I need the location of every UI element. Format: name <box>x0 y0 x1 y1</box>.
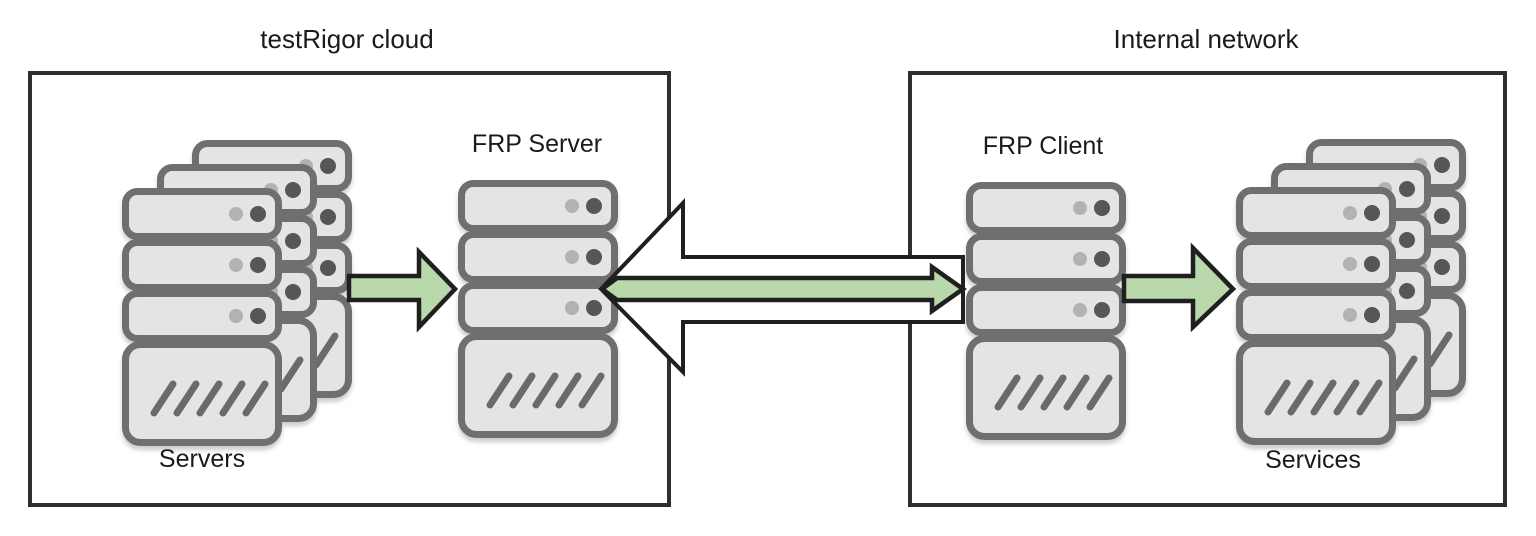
services-label: Services <box>1265 446 1361 474</box>
frp-client-icon <box>966 182 1126 440</box>
testrigor-cloud-title: testRigor cloud <box>260 24 434 54</box>
servers-label: Servers <box>158 445 246 473</box>
frp-server-icon <box>458 180 618 438</box>
servers-stack-icon <box>122 140 352 446</box>
services-stack-icon <box>1236 139 1466 445</box>
server-icon <box>462 184 615 435</box>
server-icon <box>1240 191 1393 442</box>
frp-client-label: FRP Client <box>982 132 1104 160</box>
frp-server-label: FRP Server <box>471 130 603 158</box>
server-icon <box>970 186 1123 437</box>
server-icon <box>126 192 279 443</box>
internal-network-title: Internal network <box>1113 24 1299 54</box>
